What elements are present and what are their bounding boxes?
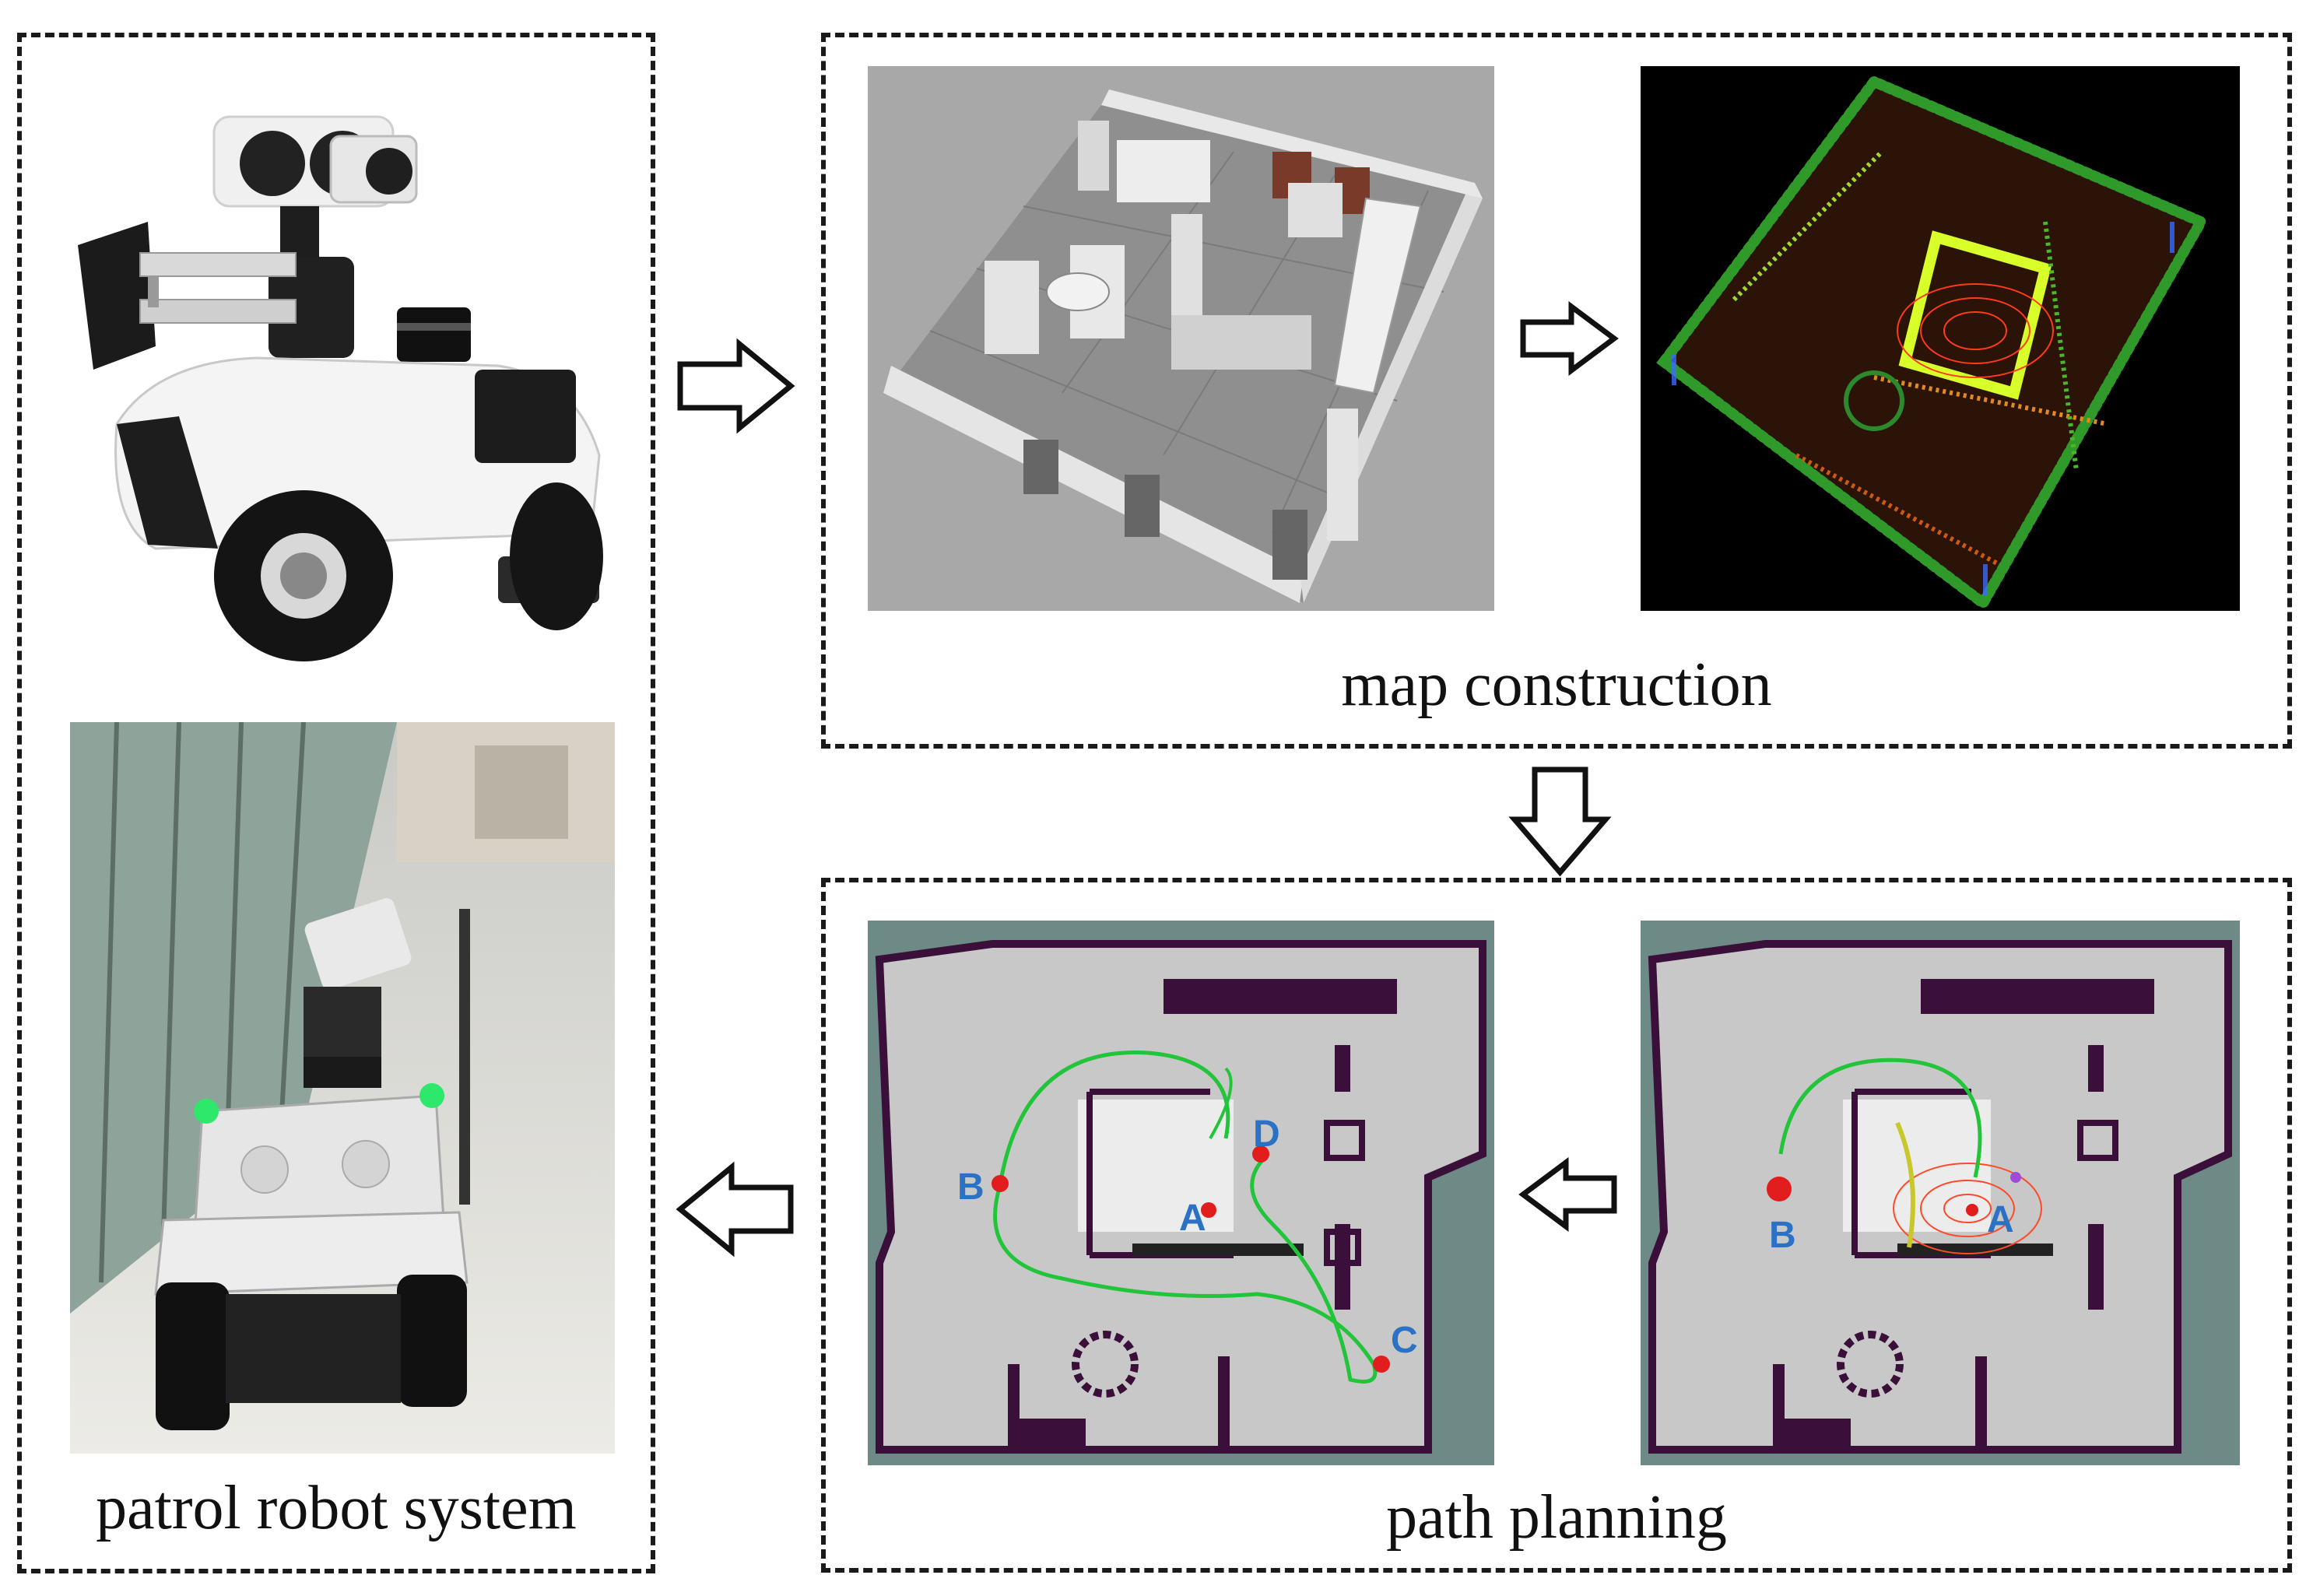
path-planning-caption: path planning (1386, 1483, 1727, 1552)
left-arrow-icon (1518, 1157, 1617, 1232)
right-arrow-icon (1520, 301, 1619, 376)
waypoint-label-a: A (1987, 1199, 2014, 1240)
waypoint-label-b: B (1769, 1215, 1796, 1256)
waypoint-label-a: A (1179, 1198, 1206, 1239)
waypoint-label-c: C (1391, 1320, 1418, 1361)
waypoint-label-d: D (1253, 1114, 1280, 1155)
waypoint-label-b: B (957, 1166, 985, 1208)
patrol-robot-frame (17, 33, 655, 1573)
map-construction-frame (821, 33, 2292, 749)
two-point-plan-map: A B (1641, 921, 2240, 1465)
patrol-robot-caption: patrol robot system (96, 1474, 577, 1542)
down-arrow-icon (1508, 766, 1612, 877)
left-arrow-icon (676, 1161, 794, 1258)
point-cloud-image (1641, 66, 2240, 611)
robot-render-image (62, 89, 623, 665)
path-planning-frame (821, 878, 2292, 1573)
map-construction-caption: map construction (1341, 651, 1772, 719)
robot-photo-image (70, 722, 615, 1454)
multi-point-plan-map: A B C D (868, 921, 1494, 1465)
sim-scene-image (868, 66, 1494, 611)
right-arrow-icon (677, 338, 795, 434)
